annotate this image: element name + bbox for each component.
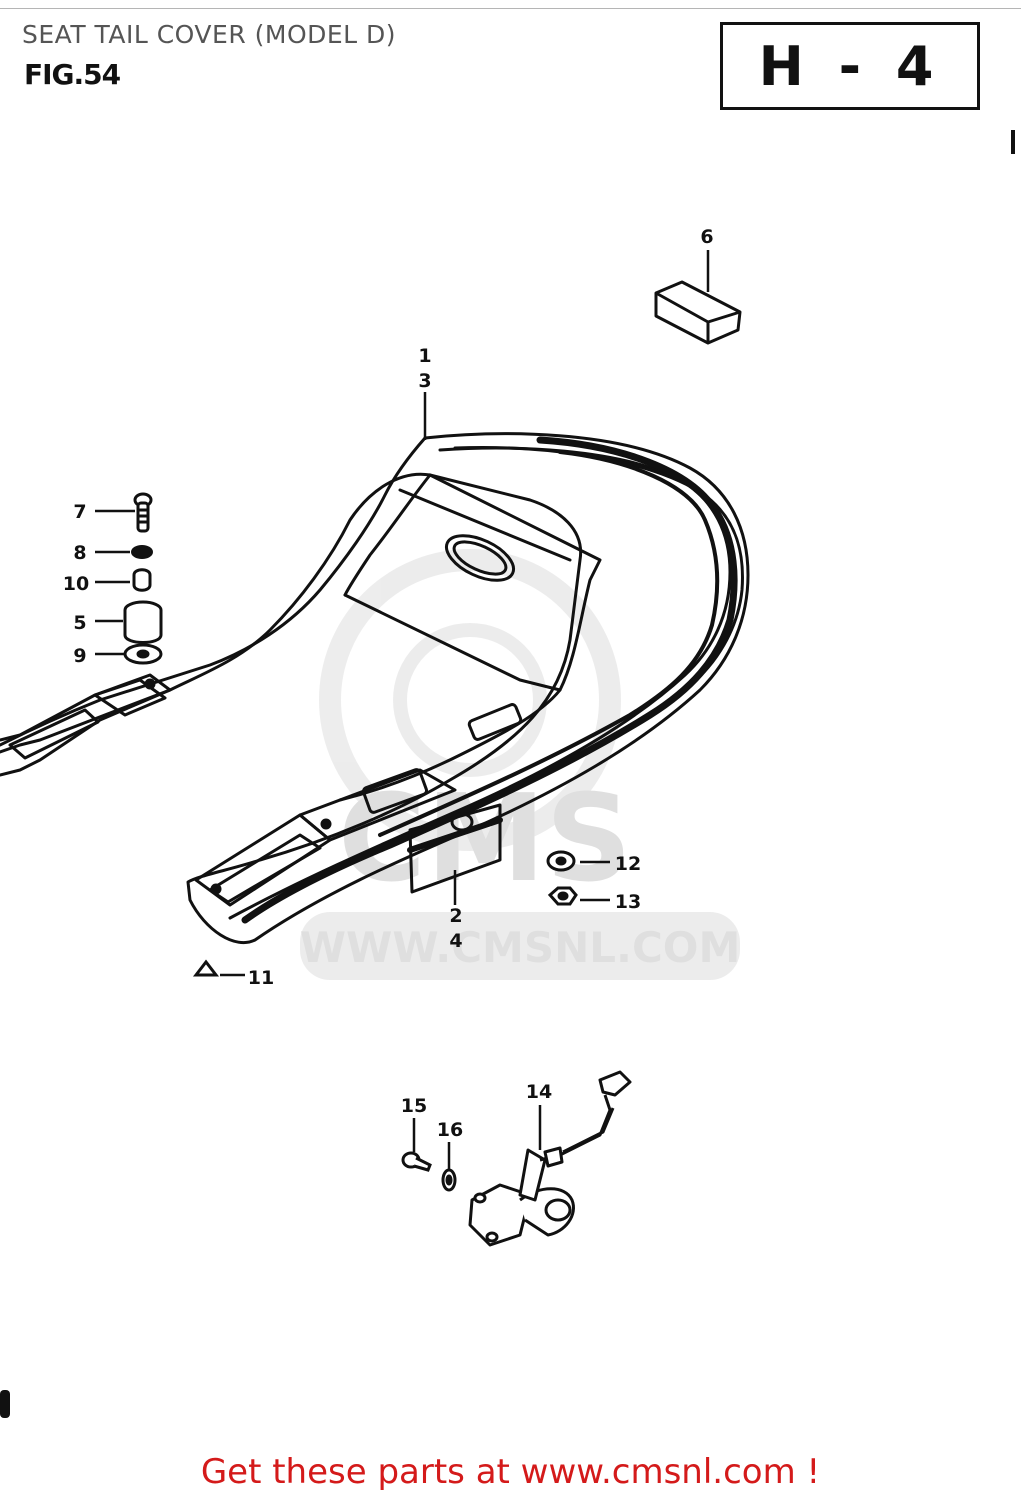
- part-6-pad: [654, 280, 742, 345]
- watermark-brand: CMS: [338, 770, 632, 909]
- part-10-washer: [132, 568, 152, 592]
- part-9-plate: [123, 643, 163, 665]
- callout-7: 7: [73, 501, 86, 523]
- callout-9: 9: [73, 645, 86, 667]
- callout-6: 6: [700, 226, 713, 248]
- part-5-cushion: [123, 600, 163, 644]
- callout-11: 11: [248, 967, 274, 989]
- scan-edge-marks: [0, 130, 1015, 1418]
- callout-12: 12: [615, 853, 641, 875]
- callout-8: 8: [73, 542, 86, 564]
- callout-1: 1: [418, 345, 431, 367]
- section-code-box: H - 4: [720, 22, 980, 110]
- watermark: CMS WWW.CMSNL.COM: [300, 549, 741, 980]
- callout-15: 15: [401, 1095, 427, 1117]
- callout-5: 5: [73, 612, 86, 634]
- figure-number: FIG.54: [24, 58, 121, 91]
- top-divider: [0, 8, 1021, 9]
- callout-13: 13: [615, 891, 641, 913]
- leader-lines: [95, 250, 710, 1170]
- part-8-nut: [131, 545, 153, 559]
- part-1-seat-tail-cover: [0, 432, 750, 945]
- callout-3: 3: [418, 370, 431, 392]
- part-12-washer: [546, 850, 576, 872]
- callouts: 6 1 3 7 8 10 5 9 2 4 12 13 11 14 15 16: [63, 226, 714, 1141]
- callout-14: 14: [526, 1081, 552, 1103]
- part-15-screw: [401, 1151, 432, 1172]
- part-7-bolt: [133, 492, 153, 533]
- watermark-logo: [319, 549, 621, 851]
- callout-16: 16: [437, 1119, 463, 1141]
- part-14-lamp-bracket: [468, 1070, 632, 1247]
- watermark-url: WWW.CMSNL.COM: [300, 923, 741, 972]
- callout-2: 2: [449, 905, 462, 927]
- section-code: H - 4: [758, 34, 942, 98]
- cmsnl-parts-link[interactable]: Get these parts at www.cmsnl.com !: [200, 1452, 821, 1492]
- part-11-clip: [192, 959, 220, 977]
- callout-10: 10: [63, 573, 89, 595]
- part-13-nut: [547, 886, 578, 906]
- callout-4: 4: [449, 930, 462, 952]
- page-title: SEAT TAIL COVER (MODEL D): [22, 20, 397, 49]
- part-16-washer: [441, 1168, 457, 1192]
